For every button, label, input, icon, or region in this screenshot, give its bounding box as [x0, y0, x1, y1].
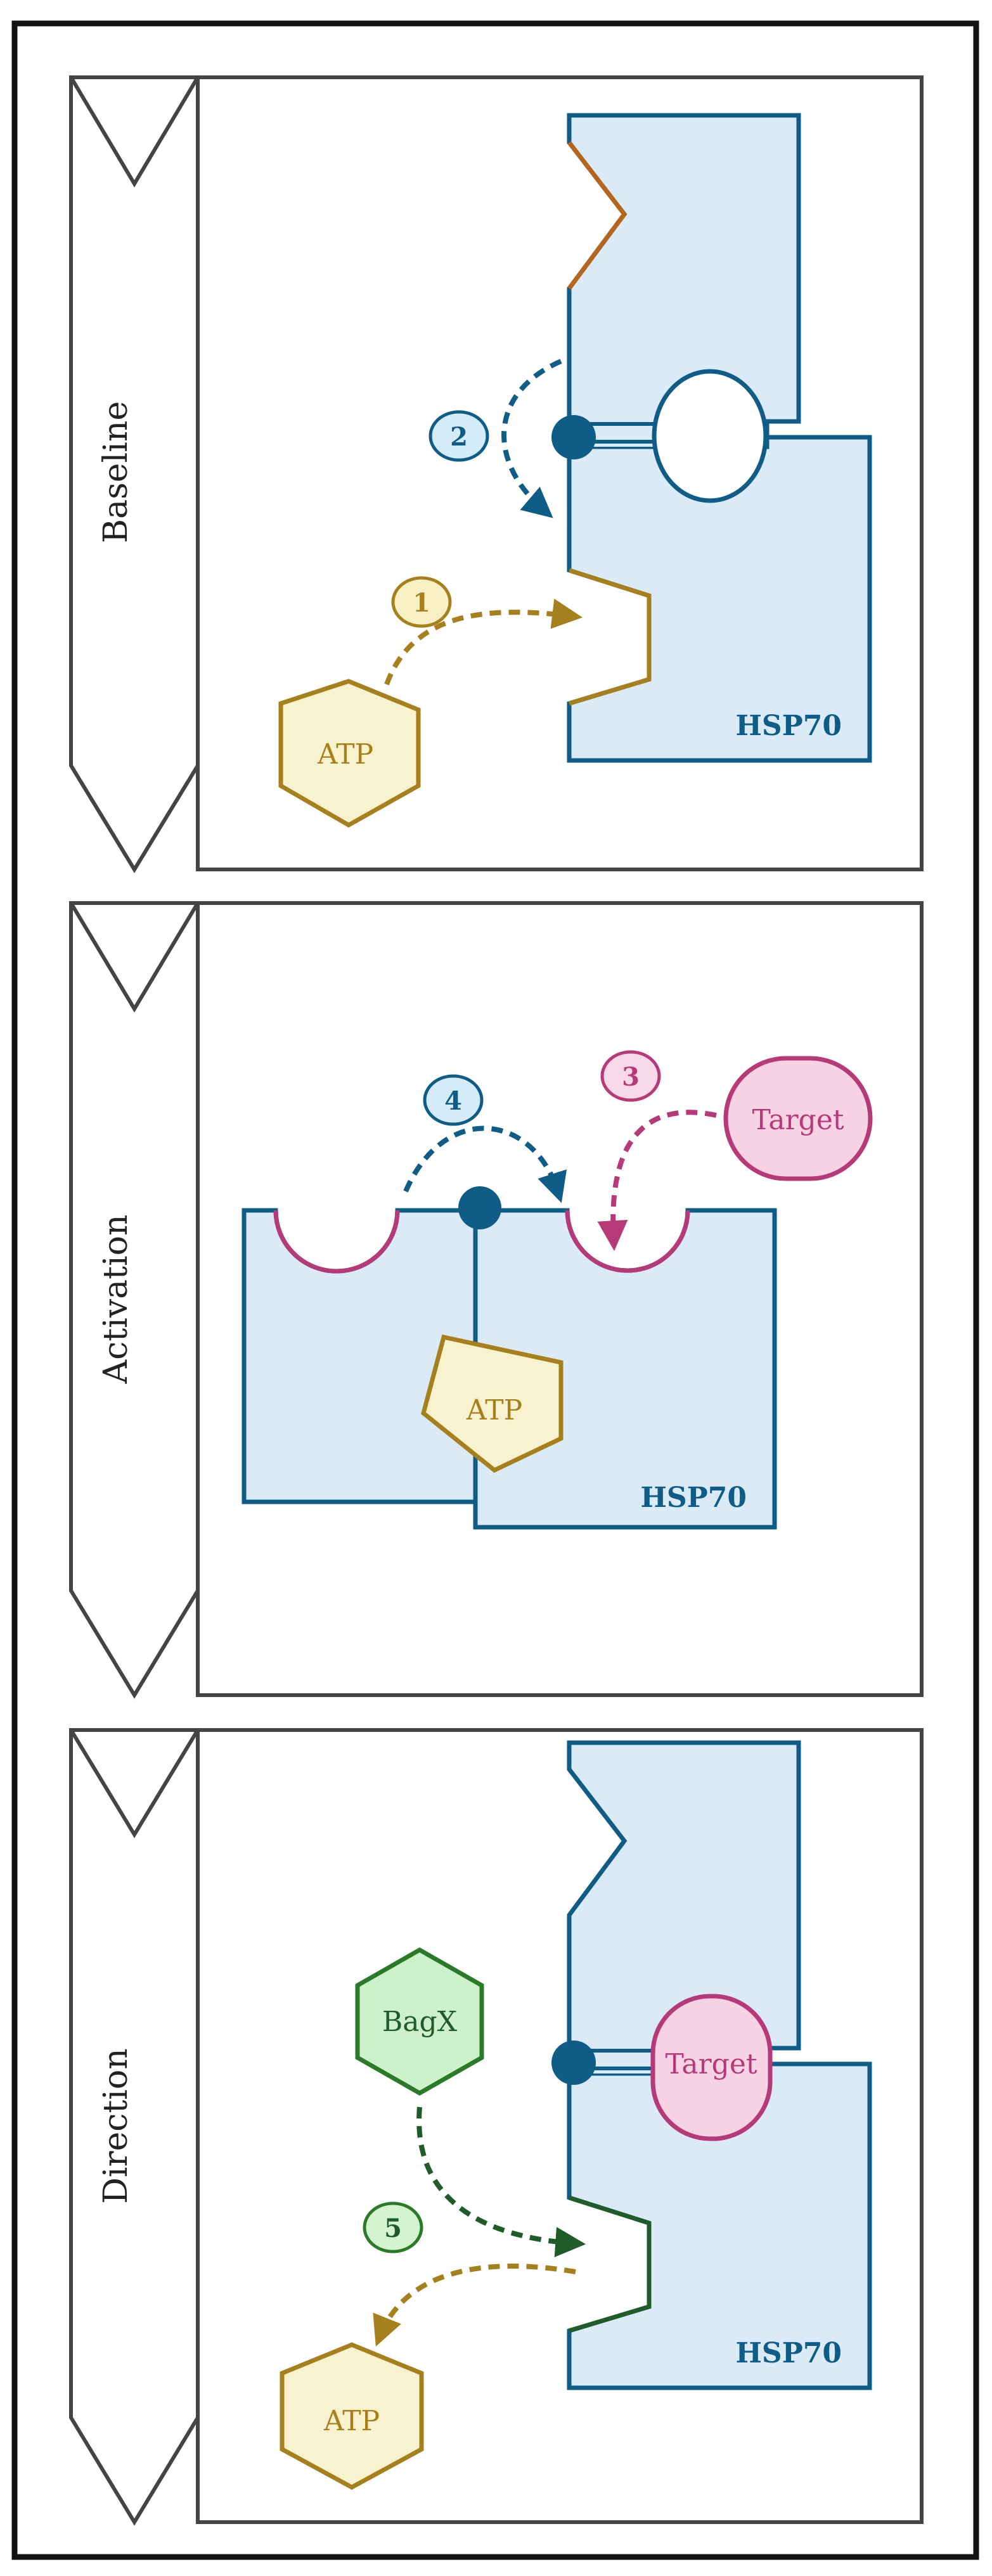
panel-baseline: Baseline HSP70 2 1 ATP [69, 75, 924, 873]
step-3-arrow [597, 1110, 717, 1252]
atp-pocket-outline [568, 568, 652, 706]
target-label: Target [752, 1104, 844, 1136]
panel-label: Direction [97, 2048, 135, 2203]
step-5-number: 5 [384, 2214, 402, 2243]
step-4-badge [423, 1074, 484, 1126]
panel-tab-notch [69, 76, 200, 188]
atp-label: ATP [323, 2405, 380, 2437]
panel-label: Activation [97, 1215, 135, 1385]
step-2-arrow [501, 359, 562, 518]
atp-molecule [280, 2342, 424, 2490]
hsp70-label: HSP70 [735, 710, 842, 742]
right-cleft-outline [565, 1210, 690, 1273]
step-1-badge [391, 576, 452, 628]
hinge-joint [551, 2041, 596, 2085]
panel-tab [69, 901, 200, 1699]
bagx-label: BagX [382, 2006, 458, 2038]
step-2-number: 2 [450, 422, 468, 452]
panel-tab [69, 1728, 200, 2526]
binding-pocket [652, 369, 768, 503]
step-5-badge [363, 2201, 423, 2253]
atp-label: ATP [317, 738, 373, 771]
panel-label: Baseline [97, 401, 135, 543]
hinge-joint [551, 415, 596, 459]
atp-label: ATP [466, 1394, 522, 1426]
step-3-badge [600, 1050, 661, 1102]
step-5-arrow [373, 2264, 576, 2347]
panel-tab-bottom [69, 764, 200, 873]
step-2-badge [428, 410, 489, 462]
hsp70-label: HSP70 [640, 1482, 747, 1514]
target-molecule [650, 1994, 773, 2141]
atp-molecule [278, 679, 421, 828]
bagx-molecule [355, 1947, 484, 2096]
hinge-joint [458, 1186, 501, 1229]
atp-molecule [421, 1334, 564, 1473]
panel-direction: Direction Target HSP70 BagX 5 ATP [69, 1728, 924, 2526]
step-4-number: 4 [444, 1086, 462, 1116]
target-label: Target [665, 2048, 757, 2080]
bagx-arrow [416, 2106, 586, 2257]
hsp70-label: HSP70 [735, 2337, 842, 2369]
outer-frame [11, 20, 979, 2560]
step-1-arrow [384, 598, 583, 686]
step-3-number: 3 [622, 1062, 640, 1092]
nucleotide-pocket-outline [568, 2195, 652, 2333]
target-molecule [723, 1056, 873, 1181]
panel-tab-notch [69, 1729, 200, 1838]
step-4-arrow [403, 1125, 567, 1203]
panel-tab-notch [69, 902, 200, 1013]
left-cleft-outline [273, 1210, 400, 1274]
substrate-cleft-outline [567, 141, 628, 290]
step-1-number: 1 [413, 588, 430, 618]
panel-activation: Activation HSP70 ATP 4 3 Target [69, 901, 924, 1699]
